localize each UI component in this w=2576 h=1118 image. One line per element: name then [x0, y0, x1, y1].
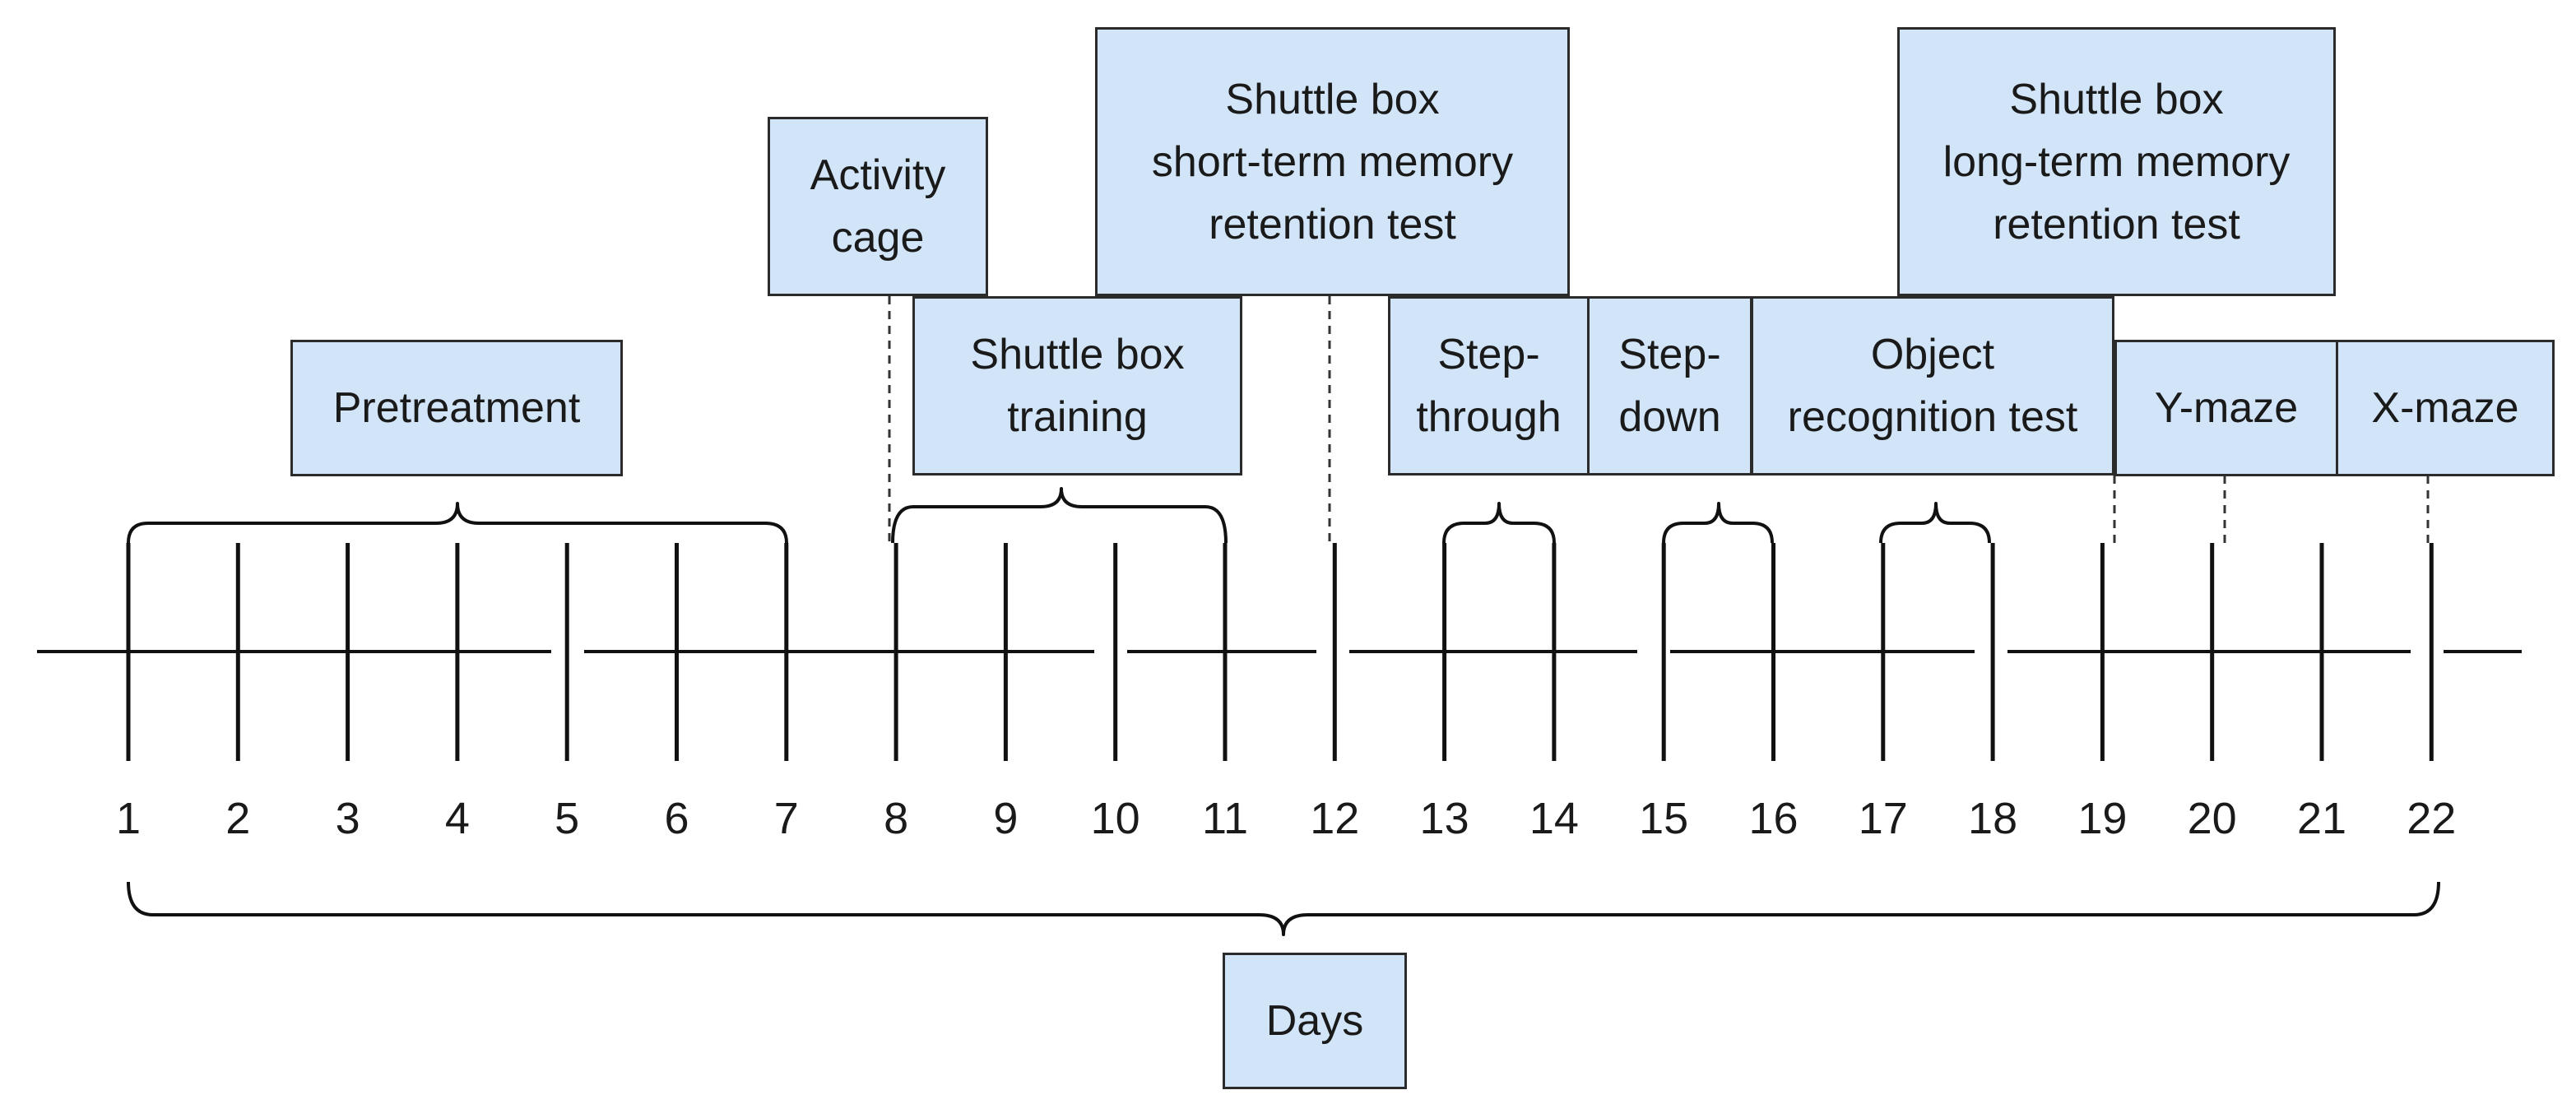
shuttle-box-training-box: Shuttle box training — [912, 296, 1242, 475]
object-recognition-box: Object recognition test — [1751, 296, 2114, 475]
day-label: 16 — [1748, 794, 1799, 843]
day-label: 22 — [2407, 794, 2457, 843]
day-label: 5 — [555, 794, 580, 843]
day-label: 11 — [1201, 794, 1249, 843]
day-label: 6 — [664, 794, 689, 843]
brace-days — [127, 881, 2440, 936]
brace-shuttle-training — [891, 487, 1228, 544]
day-label: 8 — [884, 794, 909, 843]
shuttle-box-short-term-box: Shuttle box short-term memory retention … — [1095, 27, 1570, 296]
day-label: 10 — [1090, 794, 1140, 843]
brace-step-through — [1442, 502, 1556, 544]
day-label: 2 — [225, 794, 251, 843]
day-label: 20 — [2187, 794, 2237, 843]
day-label: 18 — [1968, 794, 2018, 843]
day-label: 14 — [1529, 794, 1579, 843]
day-label: 7 — [773, 794, 799, 843]
day-label: 4 — [444, 794, 470, 843]
day-label: 1 — [115, 794, 142, 843]
day-label: 17 — [1858, 794, 1908, 843]
pretreatment-box: Pretreatment — [290, 340, 623, 476]
y-maze-box: Y-maze — [2114, 340, 2338, 476]
brace-pretreatment — [127, 502, 788, 544]
brace-object-recognition — [1879, 502, 1991, 544]
x-maze-box: X-maze — [2336, 340, 2555, 476]
day-label: 3 — [335, 794, 360, 843]
shuttle-box-long-term-box: Shuttle box long-term memory retention t… — [1897, 27, 2336, 296]
day-label: 13 — [1419, 794, 1469, 843]
day-label: 15 — [1639, 794, 1689, 843]
step-through-box: Step- through — [1388, 296, 1590, 475]
brace-step-down — [1662, 502, 1774, 544]
day-label: 21 — [2296, 794, 2347, 843]
step-down-box: Step- down — [1587, 296, 1752, 475]
day-label: 9 — [993, 794, 1019, 843]
day-label: 12 — [1310, 794, 1360, 843]
days-box: Days — [1223, 953, 1407, 1089]
day-label: 19 — [2077, 794, 2128, 843]
activity-cage-box: Activity cage — [768, 117, 988, 296]
